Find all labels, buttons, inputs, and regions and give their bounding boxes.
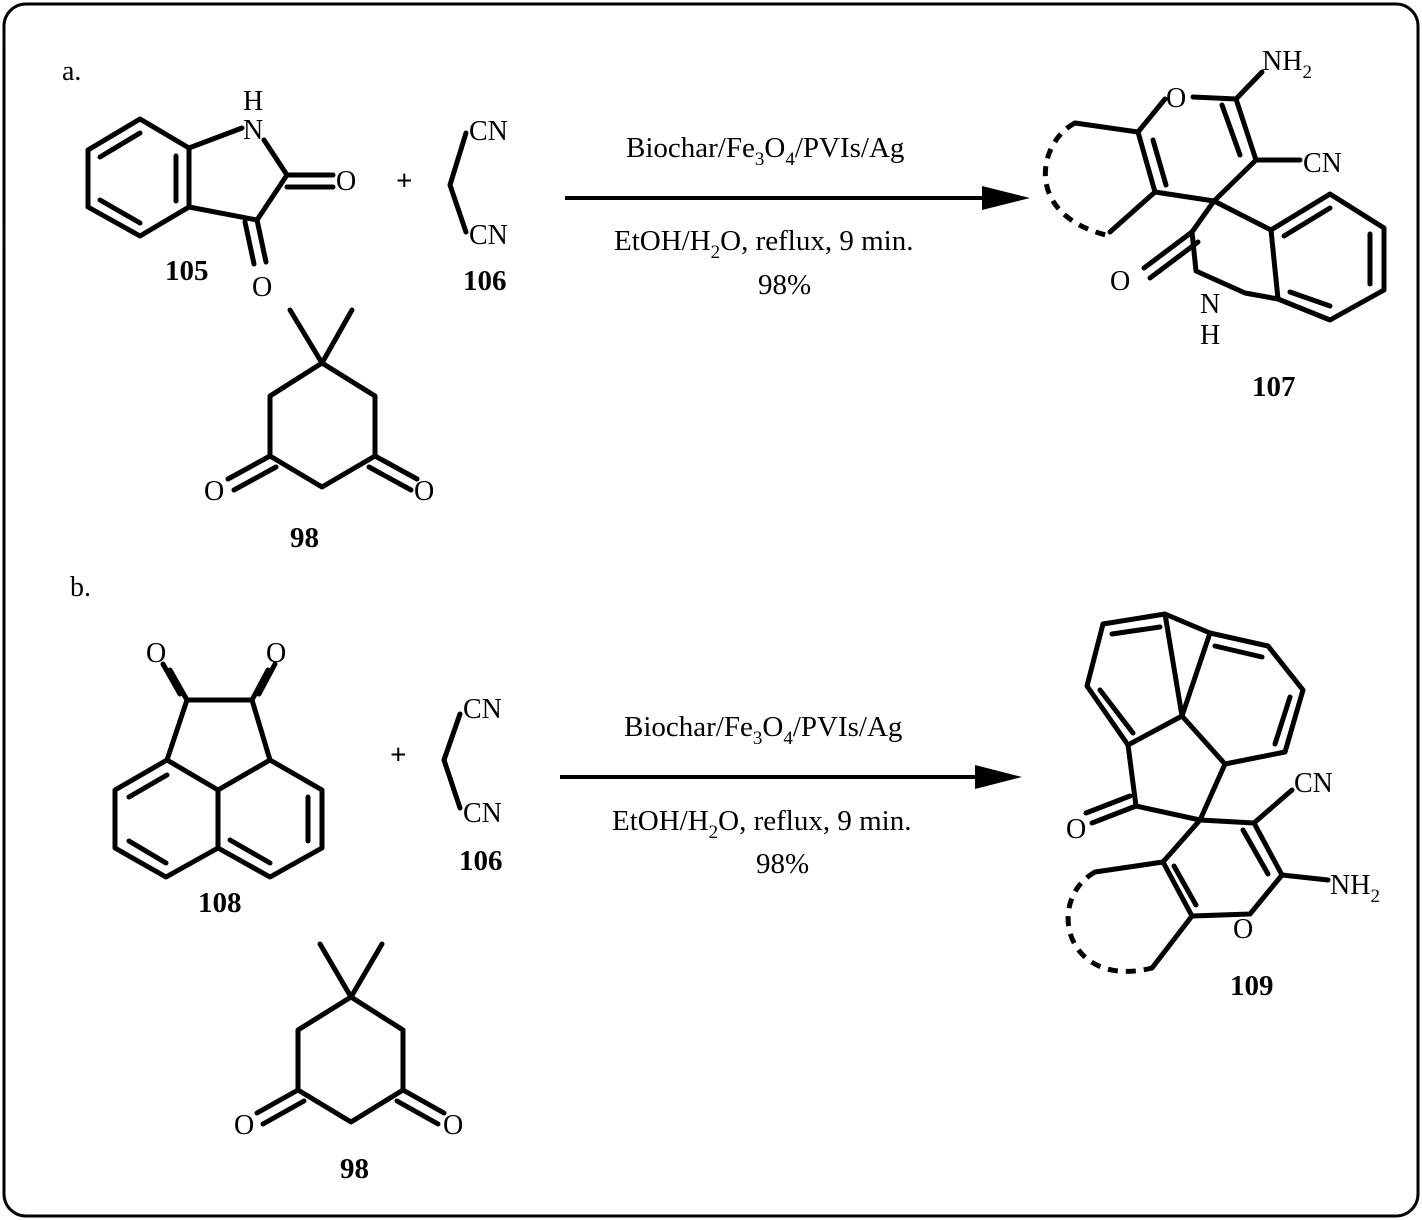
atom-h: H	[243, 86, 263, 117]
compound-number-107: 107	[1252, 371, 1296, 403]
compound-number-98: 98	[340, 1153, 369, 1185]
atom-h: H	[1200, 320, 1220, 351]
compound-number-105: 105	[165, 255, 209, 287]
atom-cn: CN	[1294, 768, 1333, 799]
atom-nh2: NH2	[1262, 46, 1312, 83]
compound-107-structure	[1042, 69, 1387, 323]
atom-o: O	[1233, 914, 1253, 945]
arrow-reagent-text: Biochar/Fe3O4/PVIs/Ag	[624, 711, 902, 749]
atom-o: O	[414, 476, 434, 507]
plus-sign: +	[390, 739, 407, 771]
atom-o: O	[336, 166, 356, 197]
compound-number-108: 108	[198, 887, 242, 919]
atom-o: O	[234, 1110, 254, 1141]
atom-o: O	[146, 638, 166, 669]
plus-sign: +	[396, 165, 413, 197]
atom-o: O	[443, 1110, 463, 1141]
panel-b-label: b.	[70, 572, 91, 603]
reaction-arrow	[560, 765, 1022, 789]
atom-cn: CN	[1303, 148, 1342, 179]
atom-cn: CN	[469, 116, 508, 147]
atom-n: N	[1200, 289, 1220, 320]
compound-number-106: 106	[463, 265, 507, 297]
atom-o: O	[252, 272, 272, 303]
atom-o: O	[204, 476, 224, 507]
atom-o: O	[1110, 266, 1130, 297]
atom-nh2: NH2	[1330, 870, 1380, 907]
compound-98-structure	[225, 307, 420, 493]
arrow-condition-text: EtOH/H2O, reflux, 9 min.	[612, 805, 911, 843]
atom-o: O	[266, 638, 286, 669]
compound-106-structure	[441, 711, 463, 811]
panel-a-label: a.	[62, 56, 81, 87]
atom-n: N	[243, 115, 263, 146]
arrow-yield-text: 98%	[758, 269, 811, 301]
atom-o: O	[1066, 814, 1086, 845]
atom-cn: CN	[463, 798, 502, 829]
atom-o: O	[1166, 83, 1186, 114]
compound-105-structure	[85, 116, 336, 267]
compound-98-structure	[254, 941, 447, 1127]
compound-106-structure	[447, 130, 469, 235]
compound-108-structure	[112, 661, 325, 880]
compound-number-109: 109	[1230, 970, 1274, 1002]
compound-number-106: 106	[459, 845, 503, 877]
compound-number-98: 98	[290, 522, 319, 554]
atom-cn: CN	[463, 694, 502, 725]
arrow-condition-text: EtOH/H2O, reflux, 9 min.	[614, 225, 913, 263]
compound-109-structure	[1065, 611, 1331, 974]
arrow-reagent-text: Biochar/Fe3O4/PVIs/Ag	[626, 132, 904, 170]
atom-cn: CN	[469, 220, 508, 251]
reaction-arrow	[565, 186, 1030, 210]
arrow-yield-text: 98%	[756, 848, 809, 880]
